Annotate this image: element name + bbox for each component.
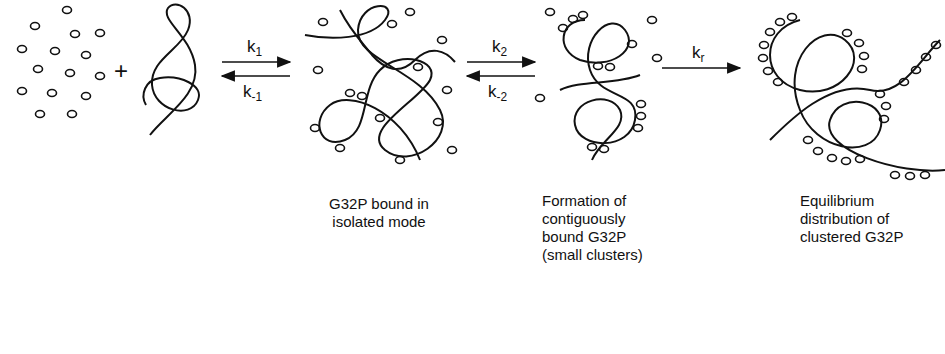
bound-proteins — [311, 9, 457, 164]
dna-coil — [144, 4, 199, 135]
plus-sign: + — [114, 57, 128, 86]
rate-constant: kr — [692, 43, 704, 63]
rate-constant: k1 — [247, 37, 262, 57]
reverse-arrow — [467, 75, 535, 77]
forward-arrow — [662, 67, 740, 69]
protein-clusters — [536, 9, 662, 153]
forward-arrow — [467, 61, 535, 63]
dna-coil — [305, 6, 455, 160]
free-proteins — [18, 7, 105, 118]
dna-coil — [770, 20, 945, 171]
protein-clusters — [759, 14, 941, 180]
stage-caption: Formation of contiguously bound G32P (sm… — [542, 192, 660, 264]
rate-constant: k2 — [492, 37, 507, 57]
rate-constant: k-1 — [243, 82, 262, 102]
stage-caption: G32P bound in isolated mode — [318, 195, 440, 231]
forward-arrow — [222, 61, 290, 63]
stage-caption: Equilibrium distribution of clustered G3… — [800, 192, 918, 246]
reverse-arrow — [222, 75, 290, 77]
dna-coil — [560, 20, 640, 160]
rate-constant: k-2 — [488, 82, 507, 102]
